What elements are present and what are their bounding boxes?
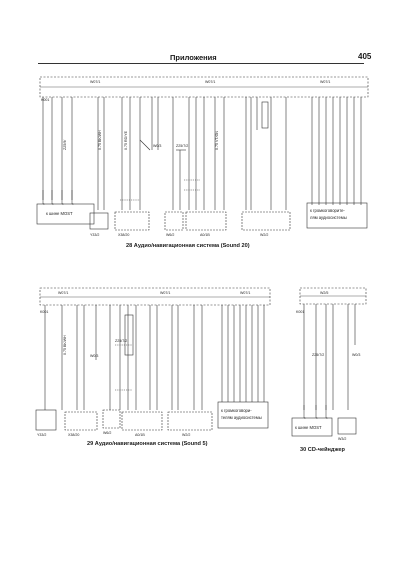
d28-speaker-label-2: лям аудиосистемы: [310, 215, 347, 220]
d29-conn-label-4: A0/1B: [135, 433, 145, 437]
d28-wire-label-6: 0.75 VT/GN: [215, 131, 219, 150]
d29-bus-label-3: W07/1: [240, 291, 250, 295]
d28-wires: [42, 97, 362, 210]
d29-connector-w2: [167, 411, 213, 431]
d29-speaker-box: [217, 401, 269, 429]
diagram-30: [291, 287, 367, 437]
d28-speaker-label-1: к громкоговорите-: [310, 208, 345, 213]
d28-bus-label-3: W07/1: [320, 80, 330, 84]
d30-wire-label-2: W0/3: [352, 353, 360, 357]
d28-conn-label-3: W6/2: [166, 233, 174, 237]
d28-most-bus-label: к шине MOST: [46, 211, 73, 216]
d28-conn-label-2: X38/20: [118, 233, 129, 237]
d29-bus-frame: [39, 287, 271, 306]
d28-connector-a0: [185, 211, 227, 231]
page-header-title: Приложения: [170, 53, 217, 62]
d28-connector-x38: [114, 211, 150, 231]
d28-ground-label: K001: [41, 98, 49, 102]
d29-conn-label-3: W6/2: [103, 431, 111, 435]
d28-wire-label-5: 0.75 RD/YE: [124, 130, 128, 150]
d28-bus-label-1: W07/1: [90, 80, 100, 84]
diagram-28-caption: 28 Аудио/навигационная система (Sound 20…: [126, 243, 250, 249]
header-rule: [38, 63, 364, 64]
d29-conn-label-1: Y33/2: [37, 433, 46, 437]
d29-speaker-label-2: телям аудиосистемы: [221, 415, 262, 420]
diagram-30-caption: 30 CD-чейнджер: [300, 447, 345, 453]
d28-wire-label-1: Z25/9/: [63, 140, 67, 150]
diagram-29-caption: 29 Аудио/навигационная система (Sound 5): [87, 441, 208, 447]
d30-ground-label: K001: [296, 310, 304, 314]
d29-wire-label-3: 0.75 BK/WH: [63, 335, 67, 355]
diagram-28: [36, 76, 369, 231]
d29-speaker-label-1: к громкоговори-: [221, 408, 252, 413]
d30-most-bus-label: к шине MOST: [295, 425, 322, 430]
d30-bus-label: W2/5: [320, 291, 328, 295]
d29-conn-label-5: W2/2: [182, 433, 190, 437]
d28-conn-label-5: W2/2: [260, 233, 268, 237]
d28-conn-label-1: Y33/2: [90, 233, 99, 237]
d28-bus-label-2: W07/1: [205, 80, 215, 84]
d30-conn-label: W3/2: [338, 437, 346, 441]
d29-connector-a0: [121, 411, 163, 431]
d28-connector-y33: [89, 212, 109, 230]
d29-wire-label-2: Z25/7/2: [115, 339, 127, 343]
d29-connector-x38: [64, 411, 98, 431]
d30-wire-label-1: Z25/7/2: [312, 353, 324, 357]
page-number: 405: [358, 52, 372, 61]
d29-bus-label-1: W07/1: [58, 291, 68, 295]
d28-speaker-box: [306, 202, 368, 229]
diagram-29: [35, 287, 271, 431]
d29-connector-y33: [35, 409, 57, 431]
d30-connector: [337, 417, 357, 435]
d28-wire-label-4: 0.75 BK/WH: [98, 130, 102, 150]
d28-wire-label-2: W0/3: [153, 144, 161, 148]
d30-arrows: [303, 405, 328, 419]
d29-bus-label-2: W07/1: [160, 291, 170, 295]
d28-most-bus-box: [36, 203, 95, 225]
d28-conn-label-4: A0/1B: [200, 233, 210, 237]
d29-wires: [44, 305, 265, 410]
d28-connector-w2: [241, 211, 291, 231]
d29-conn-label-2: X38/20: [68, 433, 79, 437]
d29-ground-label: K001: [40, 310, 48, 314]
d28-wire-label-3: Z25/7/2: [176, 144, 188, 148]
d28-connector-w6: [164, 211, 184, 231]
d30-most-bus-box: [291, 417, 333, 437]
d28-arrows: [42, 190, 74, 205]
d29-wire-label-1: W0/3: [90, 354, 98, 358]
d29-connector-w6: [102, 409, 121, 429]
